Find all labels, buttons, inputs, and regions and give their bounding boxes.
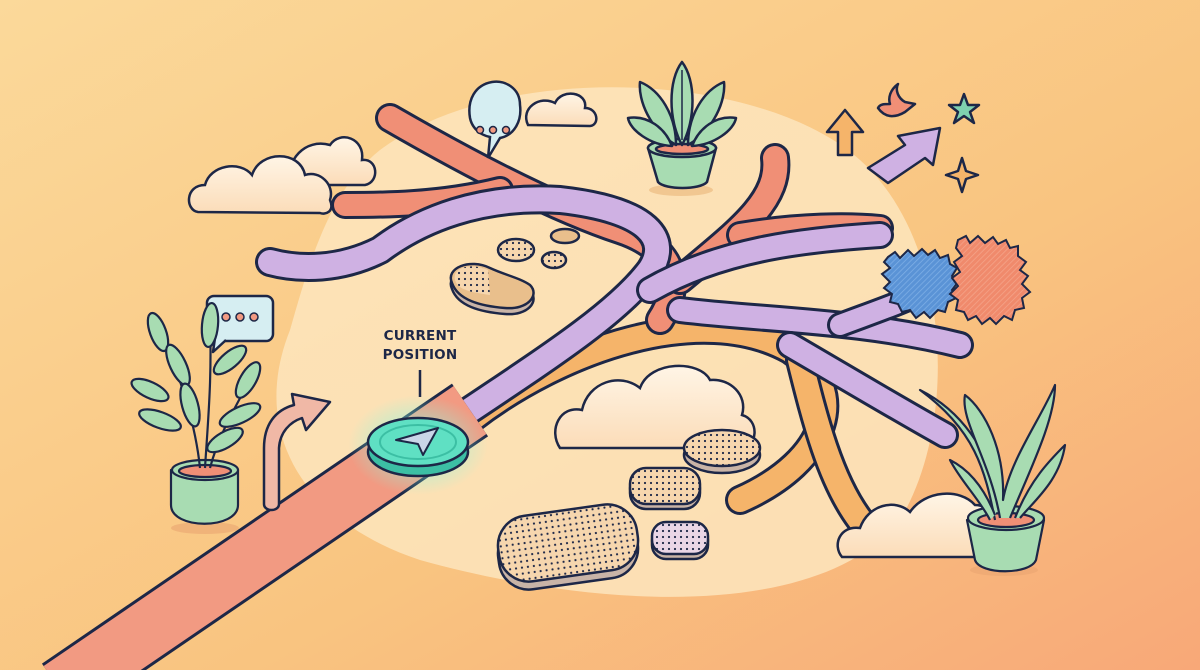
cloud-top-small [525, 92, 598, 128]
plant-top [626, 60, 738, 196]
star-icon [947, 92, 981, 125]
turn-right-arrow-icon [262, 392, 332, 512]
current-position-label: CURRENT POSITION [362, 327, 478, 365]
fabric-swatch-orange [948, 234, 1032, 326]
plant-right [918, 383, 1067, 576]
label-line-1: CURRENT [383, 328, 457, 344]
cloud-center [554, 364, 756, 450]
sparkle-icon [944, 156, 980, 194]
stone-large [496, 503, 640, 591]
clouds [187, 92, 996, 559]
arrow-up-icon [825, 108, 865, 157]
fabric-swatch-blue [880, 247, 960, 320]
stone-mid-2 [628, 466, 702, 511]
chat-bubble-icon [468, 80, 522, 159]
stone-small-1 [496, 237, 536, 263]
path-network [41, 103, 974, 670]
stone-small-3 [540, 250, 568, 270]
cloud-top-left [187, 155, 333, 215]
current-position-marker[interactable] [348, 370, 488, 495]
stepping-stones [449, 227, 762, 591]
stone-blob-top [449, 262, 535, 316]
navigation-arrow-icon [395, 427, 439, 456]
label-line-2: POSITION [382, 347, 458, 363]
stone-small-2 [549, 227, 581, 245]
speech-bubble-top [468, 80, 522, 159]
speech-bubble-left [205, 294, 275, 354]
stone-mid-3 [650, 520, 710, 561]
stone-mid-1 [682, 428, 762, 475]
bird-icon [876, 82, 917, 118]
arrow-up-right-icon [866, 126, 942, 185]
fabric-swatches [880, 234, 1032, 326]
plant-left [130, 301, 262, 534]
